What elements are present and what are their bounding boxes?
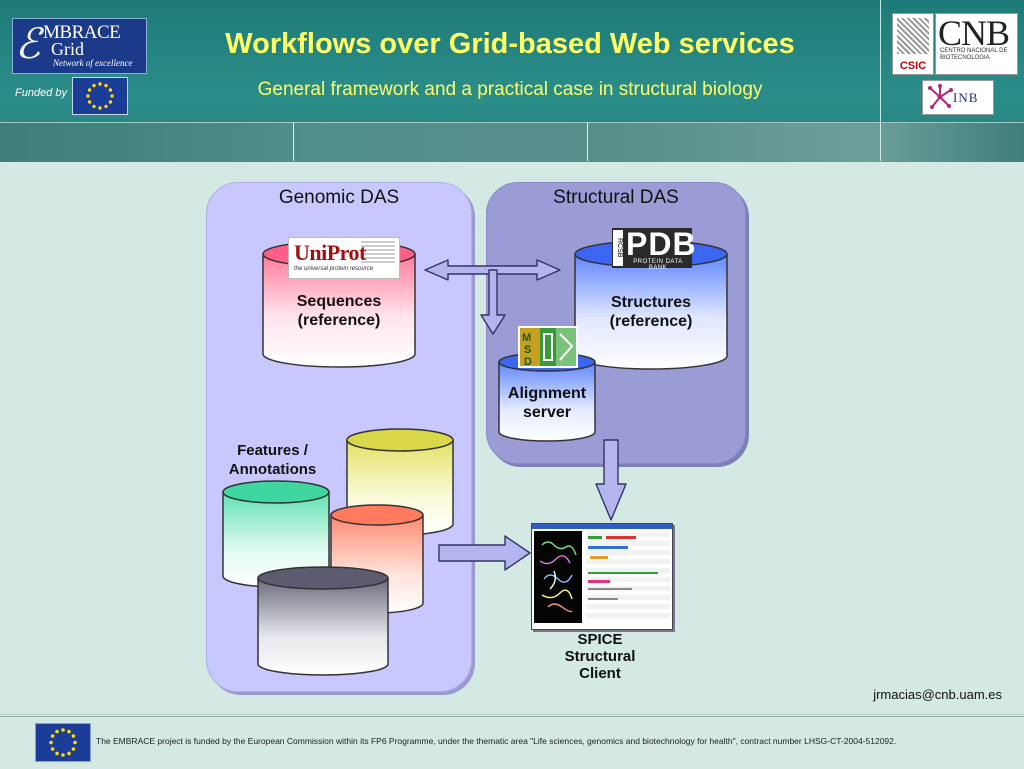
features-label-line1: Features / bbox=[237, 442, 308, 459]
structures-label-line2: (reference) bbox=[609, 313, 693, 330]
cnb-logo-text: CNB bbox=[938, 13, 1010, 53]
uniprot-logo-text: UniProt bbox=[294, 240, 366, 265]
page-title: Workflows over Grid-based Web services bbox=[225, 28, 795, 60]
funded-by-label: Funded by bbox=[15, 87, 67, 99]
spice-client-label: SPICE Structural Client bbox=[540, 631, 660, 682]
msd-letter-s: S bbox=[524, 344, 531, 356]
spice-label-line2: Structural bbox=[564, 648, 636, 665]
footer bbox=[0, 714, 1024, 769]
pdb-logo-side-text: RCSB bbox=[613, 230, 623, 266]
cnb-logo-subtext: CENTRO NACIONAL DE BIOTECNOLOGIA bbox=[940, 48, 1008, 61]
structural-das-title: Structural DAS bbox=[553, 187, 679, 208]
inb-star-icon bbox=[928, 84, 953, 109]
header-image-strip bbox=[0, 122, 1024, 162]
features-annotations-label: Features / Annotations bbox=[210, 441, 335, 479]
header-divider bbox=[880, 0, 881, 161]
feature-tracks-panel bbox=[586, 532, 670, 622]
inb-logo: INB bbox=[922, 80, 994, 115]
sequences-label-line1: Sequences bbox=[296, 293, 382, 310]
uniprot-logo: UniProt the universal protein resource bbox=[288, 237, 400, 279]
footer-divider bbox=[0, 716, 1024, 717]
csic-logo: CSIC bbox=[892, 13, 934, 75]
alignment-label-line1: Alignment bbox=[507, 385, 587, 402]
eu-flag-icon bbox=[72, 77, 128, 115]
structures-label-line1: Structures bbox=[610, 294, 692, 311]
genomic-das-title: Genomic DAS bbox=[278, 187, 400, 208]
sequences-label-line2: (reference) bbox=[297, 312, 381, 329]
pdb-logo-text: PDB bbox=[626, 226, 697, 262]
spice-client-screenshot bbox=[531, 523, 673, 630]
pdb-logo-tagline: PROTEIN DATA BANK bbox=[633, 259, 683, 271]
features-database-gray bbox=[257, 566, 389, 676]
strip-divider bbox=[293, 122, 294, 161]
embrace-grid-logo: ℰ MBRACE Grid Network of excellence bbox=[12, 18, 147, 74]
uniprot-decor-icon bbox=[361, 241, 395, 263]
msd-letter-m: M bbox=[522, 332, 531, 344]
contact-email: jrmacias@cnb.uam.es bbox=[873, 687, 1002, 702]
embrace-logo-line1: MBRACE bbox=[43, 22, 121, 43]
spice-label-line1: SPICE bbox=[577, 631, 623, 648]
features-label-line2: Annotations bbox=[228, 461, 317, 478]
sequences-label: Sequences (reference) bbox=[262, 292, 416, 330]
msd-logo: M S D bbox=[518, 326, 578, 368]
eu-flag-icon bbox=[35, 723, 91, 762]
embrace-e-icon: ℰ bbox=[15, 19, 41, 68]
strip-divider bbox=[587, 122, 588, 161]
embrace-logo-line2: Grid bbox=[51, 39, 84, 59]
csic-emblem-icon bbox=[897, 18, 929, 54]
embrace-logo-tagline: Network of excellence bbox=[53, 58, 133, 68]
alignment-label: Alignment server bbox=[498, 384, 596, 422]
csic-logo-label: CSIC bbox=[899, 60, 927, 72]
page-subtitle: General framework and a practical case i… bbox=[257, 79, 763, 100]
features-database-green bbox=[222, 480, 330, 588]
spice-label-line3: Client bbox=[579, 665, 621, 682]
molecule-view-icon bbox=[534, 531, 582, 623]
inb-logo-text: INB bbox=[953, 90, 979, 105]
uniprot-logo-tagline: the universal protein resource bbox=[294, 266, 374, 272]
msd-letter-d: D bbox=[524, 356, 532, 368]
alignment-label-line2: server bbox=[522, 404, 572, 421]
structures-label: Structures (reference) bbox=[574, 293, 728, 331]
footer-funding-text: The EMBRACE project is funded by the Eur… bbox=[96, 736, 897, 746]
spice-title-bar bbox=[532, 524, 672, 529]
pdb-logo: RCSB PDB PROTEIN DATA BANK bbox=[612, 226, 696, 271]
cnb-logo: CNB CENTRO NACIONAL DE BIOTECNOLOGIA bbox=[935, 13, 1018, 75]
